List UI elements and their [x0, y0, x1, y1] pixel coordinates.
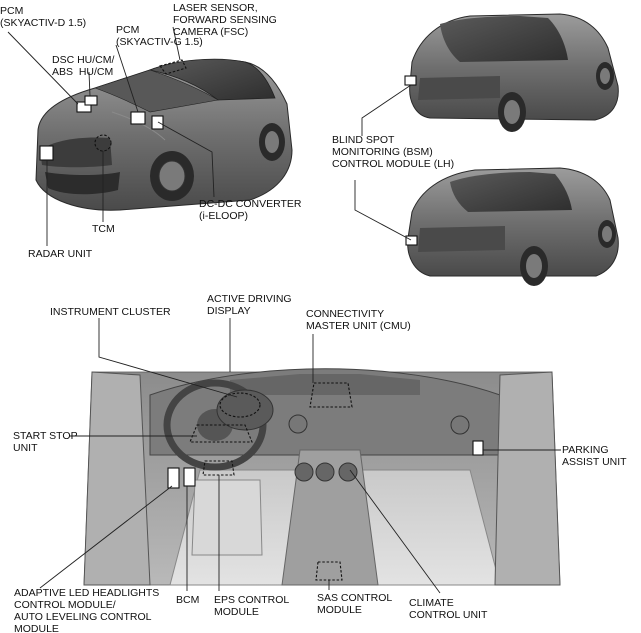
- instrument-cluster-marker: [219, 392, 261, 418]
- rear-sedan-illustration: [407, 167, 619, 286]
- label-climate-control-unit: CLIMATE CONTROL UNIT: [409, 597, 488, 621]
- label-bsm-control-module: BLIND SPOT MONITORING (BSM) CONTROL MODU…: [332, 134, 455, 170]
- bsm-hatchback-box: [404, 75, 417, 86]
- pcm-gasoline-box: [130, 111, 146, 125]
- label-dsc-hu-cm: DSC HU/CM/ ABS HU/CM: [52, 54, 115, 78]
- label-instrument-cluster: INSTRUMENT CLUSTER: [50, 306, 171, 318]
- label-laser-sensor-fsc: LASER SENSOR, FORWARD SENSING CAMERA (FS…: [173, 2, 277, 38]
- bcm-box: [183, 467, 196, 487]
- label-bcm: BCM: [176, 594, 200, 606]
- label-eps-control-module: EPS CONTROL MODULE: [214, 594, 290, 618]
- label-active-driving-display: ACTIVE DRIVING DISPLAY: [207, 293, 292, 317]
- dcdc-converter-box: [151, 115, 164, 130]
- laser-sensor-marker: [159, 59, 187, 75]
- label-dcdc-converter: DC-DC CONVERTER (i-ELOOP): [199, 198, 302, 222]
- label-pcm-skyactiv-g: PCM (SKYACTIV-G 1.5): [116, 24, 203, 48]
- component-markers: [94, 59, 353, 581]
- front-car-illustration: [35, 58, 293, 211]
- module-boxes: [39, 75, 484, 489]
- sas-marker: [315, 561, 343, 581]
- label-adaptive-led-headlights: ADAPTIVE LED HEADLIGHTS CONTROL MODULE/ …: [14, 587, 160, 633]
- tcm-marker: [94, 134, 112, 152]
- cmu-marker: [309, 382, 353, 408]
- interior-illustration: [83, 368, 561, 586]
- adaptive-led-box: [167, 467, 180, 489]
- eps-marker: [202, 460, 235, 476]
- label-parking-assist-unit: PARKING ASSIST UNIT: [562, 444, 627, 468]
- label-radar-unit: RADAR UNIT: [28, 248, 93, 260]
- radar-unit-box: [39, 145, 54, 161]
- label-pcm-skyactiv-d: PCM (SKYACTIV-D 1.5): [0, 5, 87, 29]
- label-start-stop-unit: START STOP UNIT: [13, 430, 78, 454]
- leader-lines: [7, 26, 561, 594]
- dsc-hu-box: [84, 95, 98, 106]
- label-tcm: TCM: [92, 223, 115, 235]
- label-sas-control-module: SAS CONTROL MODULE: [317, 592, 393, 616]
- label-connectivity-master-unit: CONNECTIVITY MASTER UNIT (CMU): [306, 308, 411, 332]
- rear-hatchback-illustration: [409, 13, 619, 132]
- parking-assist-box: [472, 440, 484, 456]
- bsm-sedan-box: [405, 235, 418, 246]
- pcm-diesel-box: [76, 101, 92, 113]
